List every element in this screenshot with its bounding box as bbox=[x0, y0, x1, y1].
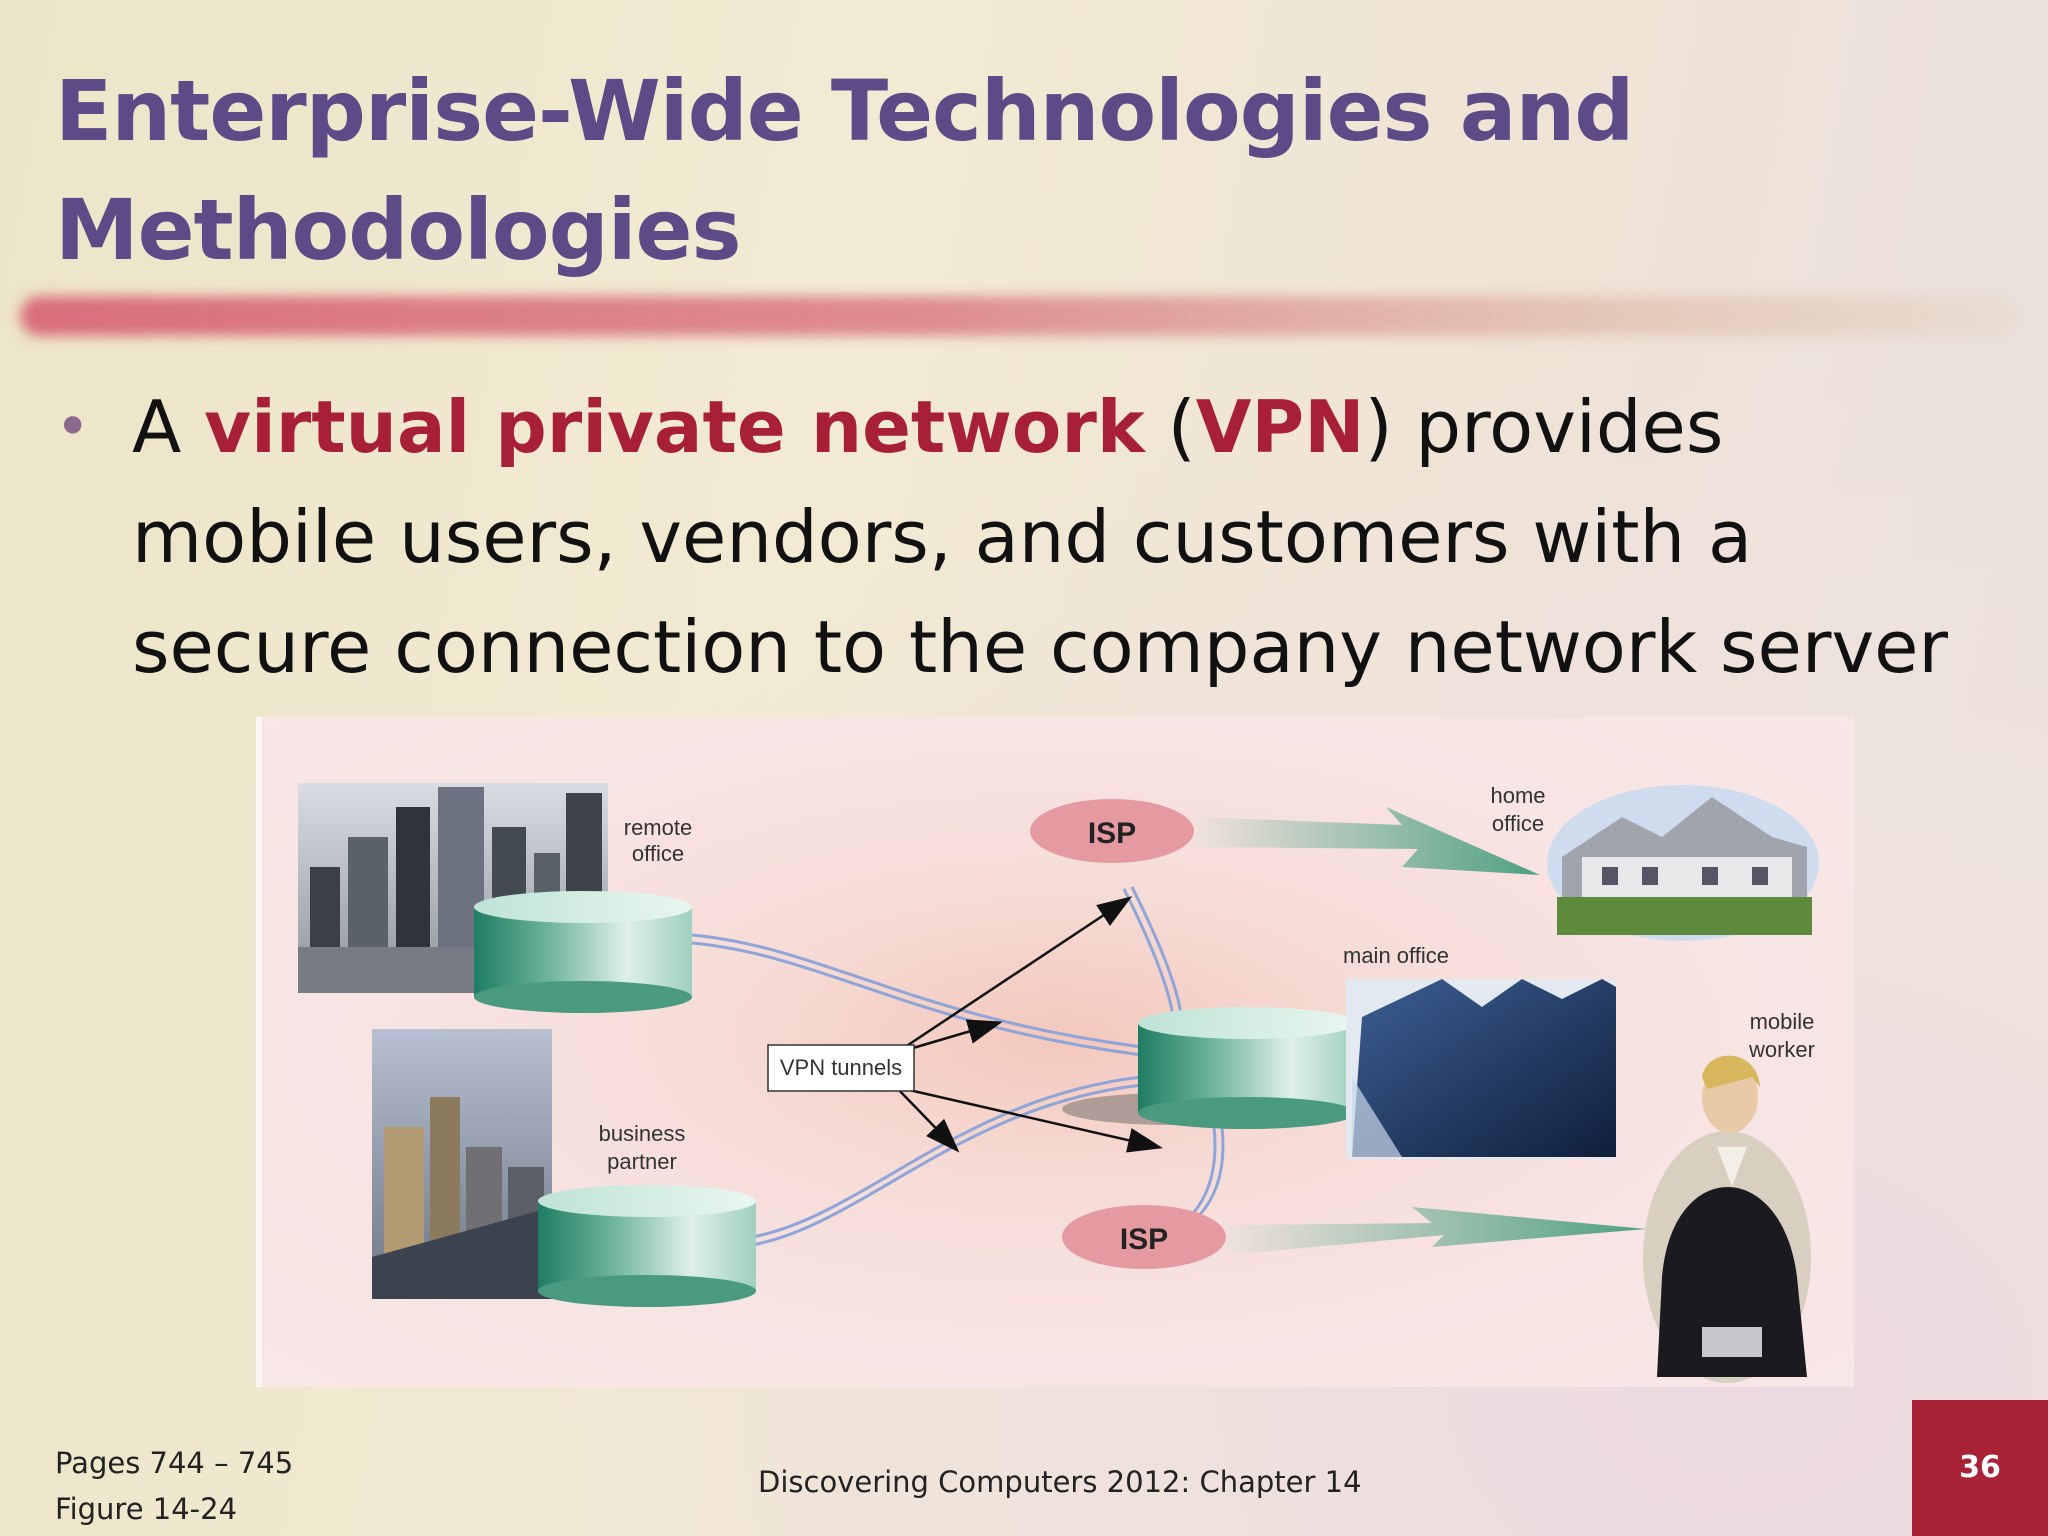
home-office-label-2: office bbox=[1492, 811, 1544, 836]
isp-node-top: ISP bbox=[1030, 799, 1194, 863]
remote-office-label-2: office bbox=[632, 841, 684, 866]
term-vpn-full: virtual private network bbox=[204, 385, 1145, 469]
mobile-worker-label-1: mobile bbox=[1750, 1009, 1815, 1034]
page-number-badge: 36 bbox=[1912, 1400, 2048, 1536]
business-partner-router bbox=[538, 1185, 756, 1307]
title-underline bbox=[20, 296, 2020, 336]
main-office-server bbox=[1062, 1007, 1356, 1129]
bullet-text: A virtual private network (VPN) provides… bbox=[132, 372, 1975, 702]
vpn-tunnels-callout: VPN tunnels bbox=[767, 1044, 915, 1092]
vpn-diagram-svg: ISP ISP VPN tunnels remote office busine… bbox=[298, 783, 1819, 1383]
vpn-tunnels-label: VPN tunnels bbox=[780, 1055, 902, 1080]
business-partner-label-2: partner bbox=[607, 1149, 677, 1174]
wireless-link-bottom bbox=[1227, 1207, 1646, 1255]
home-office-image bbox=[1547, 785, 1819, 941]
mobile-worker-label-2: worker bbox=[1748, 1037, 1815, 1062]
main-office-image bbox=[1346, 979, 1616, 1159]
bullet-point: • A virtual private network (VPN) provid… bbox=[55, 372, 1975, 702]
remote-office-router bbox=[474, 891, 692, 1013]
slide-title-line-2: Methodologies bbox=[55, 181, 741, 279]
mobile-worker-image bbox=[1643, 1055, 1811, 1383]
isp-bottom-label: ISP bbox=[1120, 1223, 1168, 1256]
course-footer: Discovering Computers 2012: Chapter 14 bbox=[758, 1465, 1362, 1499]
wireless-link-top bbox=[1197, 807, 1540, 875]
term-vpn-abbr: VPN bbox=[1195, 385, 1365, 469]
business-partner-label-1: business bbox=[599, 1121, 686, 1146]
bullet-post: ) provides mobile users, vendors, and cu… bbox=[132, 385, 1948, 689]
isp-node-bottom: ISP bbox=[1062, 1205, 1226, 1269]
slide-title-line-1: Enterprise-Wide Technologies and bbox=[55, 62, 1634, 160]
isp-top-label: ISP bbox=[1088, 817, 1136, 850]
bullet-mid: ( bbox=[1144, 385, 1196, 469]
bullet-pre: A bbox=[132, 385, 205, 469]
page-number: 36 bbox=[1959, 1450, 2001, 1485]
home-office-label-1: home bbox=[1490, 783, 1545, 808]
page-reference: Pages 744 – 745 Figure 14-24 bbox=[55, 1440, 293, 1532]
remote-office-label-1: remote bbox=[624, 815, 692, 840]
figure-ref: Figure 14-24 bbox=[55, 1492, 238, 1526]
business-partner-image bbox=[372, 1029, 552, 1299]
slide-title: Enterprise-Wide Technologies and Methodo… bbox=[55, 52, 1755, 290]
pages-ref: Pages 744 – 745 bbox=[55, 1446, 294, 1480]
vpn-diagram: ISP ISP VPN tunnels remote office busine… bbox=[256, 717, 1854, 1387]
main-office-label: main office bbox=[1343, 943, 1449, 968]
bullet-icon: • bbox=[55, 392, 91, 462]
